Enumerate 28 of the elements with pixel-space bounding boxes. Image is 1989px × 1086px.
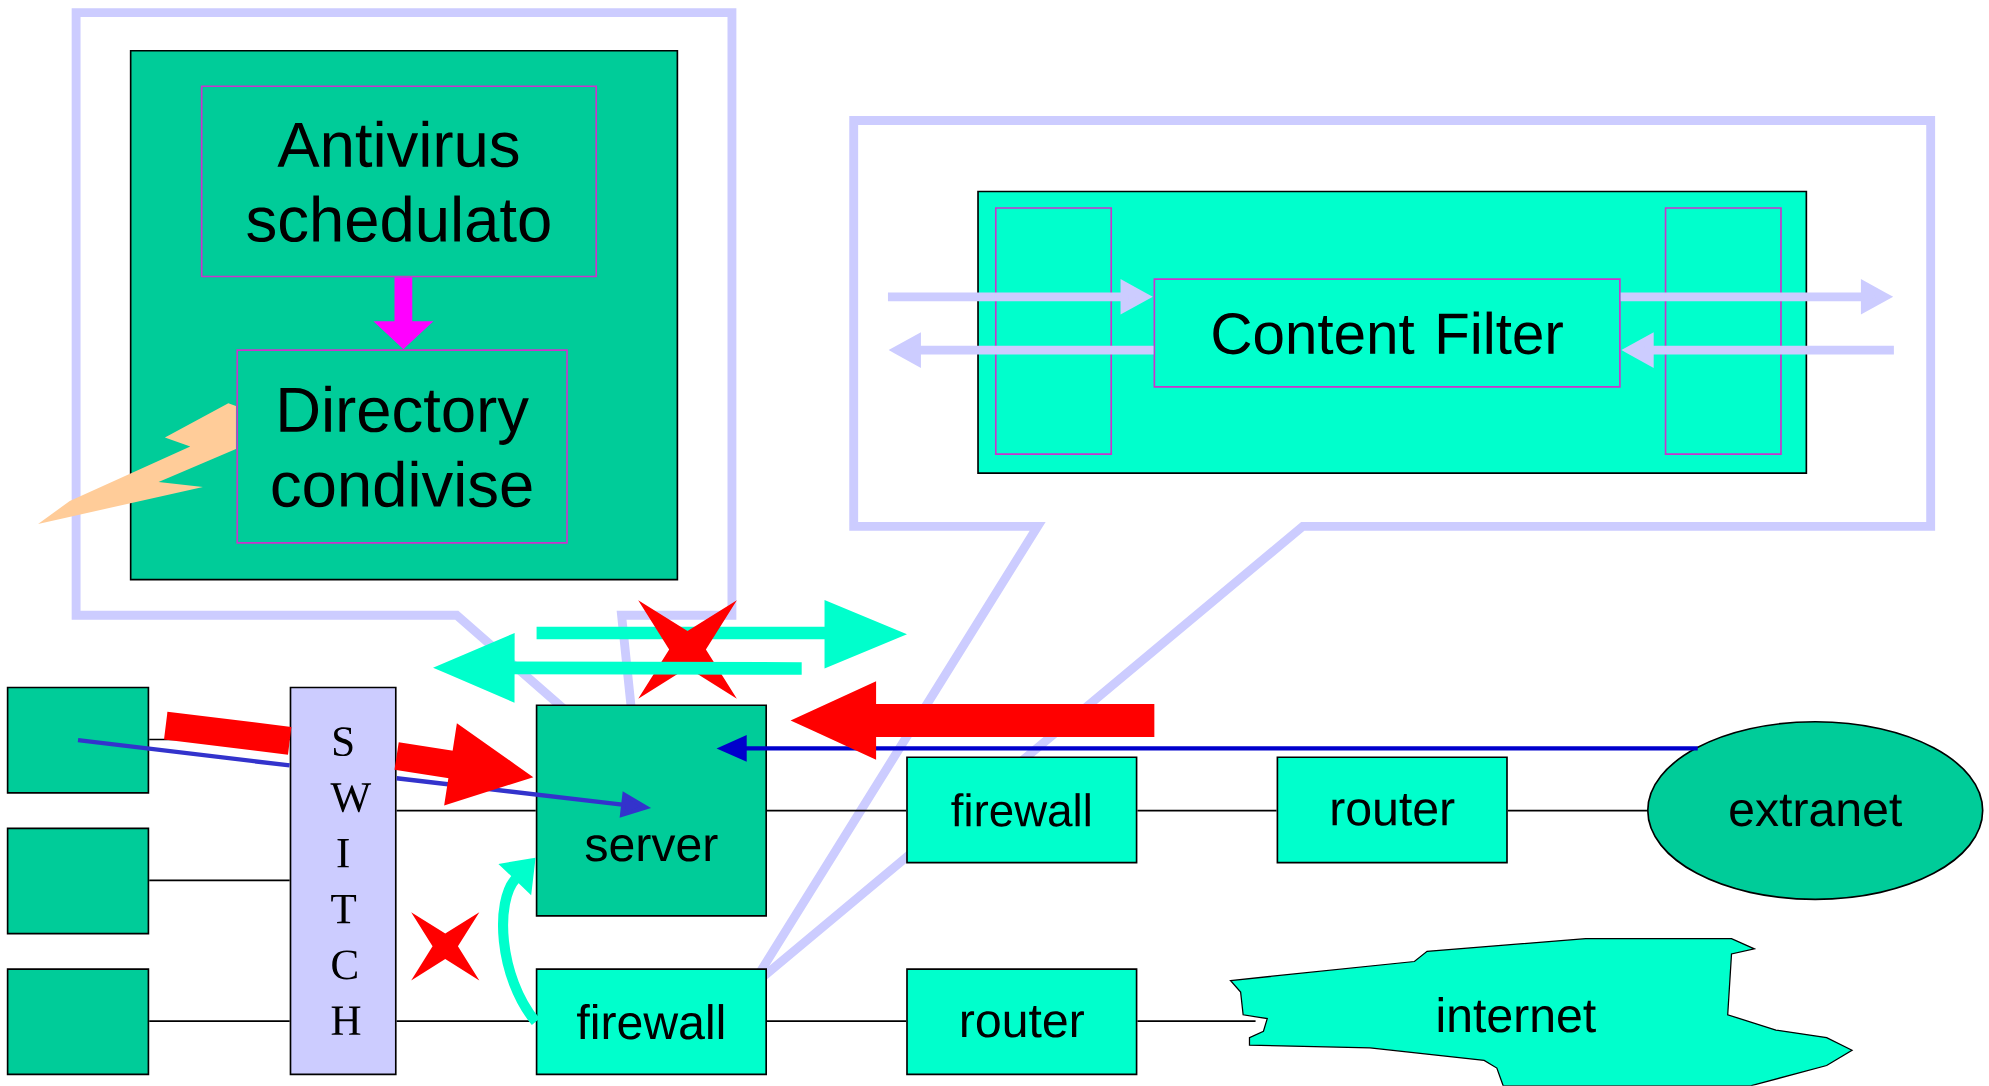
connector-line xyxy=(766,1020,907,1023)
firewall-box: firewall xyxy=(535,968,767,1076)
firewall-box: firewall xyxy=(906,756,1138,864)
computer-box xyxy=(6,827,150,935)
connector-line xyxy=(164,711,292,755)
connector-line xyxy=(148,1020,291,1023)
cross-mark xyxy=(638,600,737,699)
process-box: Antivirus schedulato xyxy=(200,85,598,278)
connector-line xyxy=(148,879,291,882)
switch-box: S W I T C H xyxy=(289,686,397,1076)
router-box: router xyxy=(906,968,1138,1076)
cross-mark xyxy=(411,912,480,981)
connector-line xyxy=(1136,809,1278,812)
server-box: server xyxy=(535,704,767,917)
internet-cloud: internet xyxy=(1229,938,1854,1086)
connector-line xyxy=(77,738,290,768)
connector-line xyxy=(1507,809,1648,812)
router-box: router xyxy=(1276,756,1508,864)
module-box xyxy=(1664,207,1782,455)
computer-box xyxy=(6,686,150,794)
module-box xyxy=(994,207,1113,455)
connector-line xyxy=(766,809,907,812)
process-box: Content Filter xyxy=(1153,278,1621,388)
computer-box xyxy=(6,968,150,1076)
connector-line xyxy=(395,809,537,812)
lightning-bolt xyxy=(38,403,236,524)
connector-line xyxy=(1136,1020,1257,1023)
process-box: Directory condivise xyxy=(236,349,568,544)
